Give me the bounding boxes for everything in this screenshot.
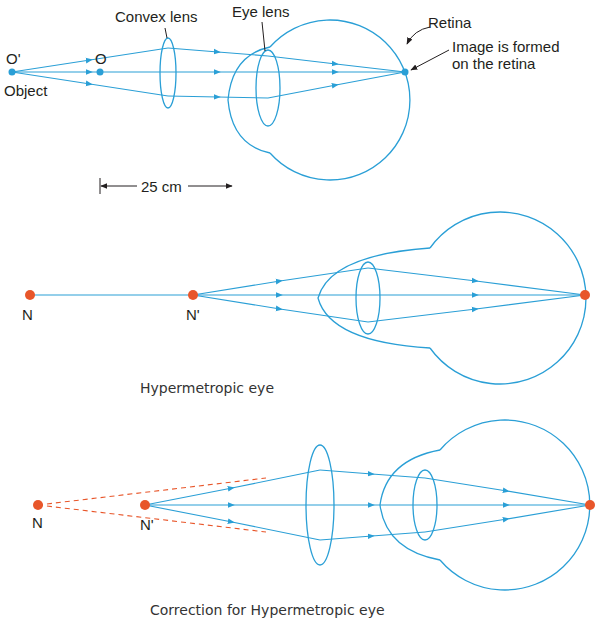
- eye-outline: [160, 20, 410, 180]
- leader-lines: [100, 22, 449, 194]
- point-dots: [25, 290, 590, 300]
- part-label: Retina: [428, 14, 471, 31]
- part-label: Convex lens: [115, 8, 198, 25]
- note-label: Image is formed on the retina: [452, 38, 570, 73]
- part-label: Eye lens: [232, 3, 290, 20]
- point-label: N: [22, 306, 33, 323]
- eye-outline: [306, 420, 590, 590]
- point-label: O': [6, 50, 21, 67]
- light-rays: [12, 48, 405, 98]
- point-dots: [9, 69, 409, 76]
- part-label: Object: [4, 82, 47, 99]
- point-dots: [33, 500, 595, 510]
- point-label: O: [95, 50, 107, 67]
- point-label: N': [186, 306, 200, 323]
- point-label: N: [32, 514, 43, 531]
- dimension-label: 25 cm: [141, 178, 182, 195]
- light-rays: [30, 268, 585, 322]
- light-rays: [145, 470, 590, 540]
- eye-outline: [318, 212, 586, 384]
- caption-label: Hypermetropic eye: [140, 380, 274, 396]
- caption-label: Correction for Hypermetropic eye: [150, 602, 385, 618]
- point-label: N': [140, 516, 154, 533]
